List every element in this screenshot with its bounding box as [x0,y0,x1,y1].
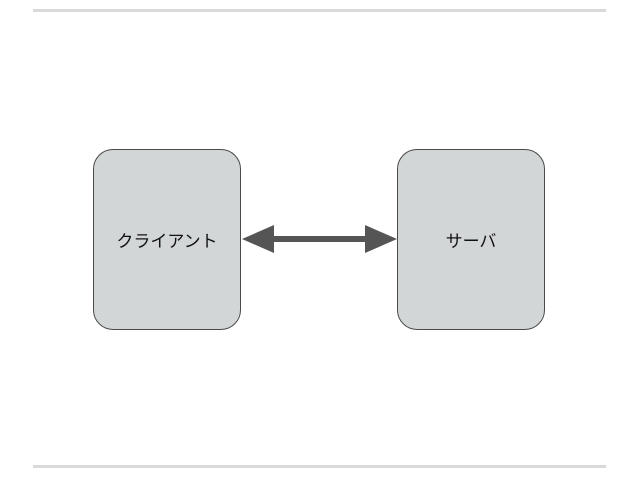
server-node[interactable]: サーバ [397,149,545,330]
client-label: クライアント [116,232,218,252]
arrow-head-right [365,225,397,253]
arrow-head-left [242,225,274,253]
bidirectional-arrow [242,225,397,253]
top-divider [33,9,606,12]
client-node[interactable]: クライアント [93,149,241,330]
server-label: サーバ [445,232,497,252]
bottom-divider [33,465,606,468]
